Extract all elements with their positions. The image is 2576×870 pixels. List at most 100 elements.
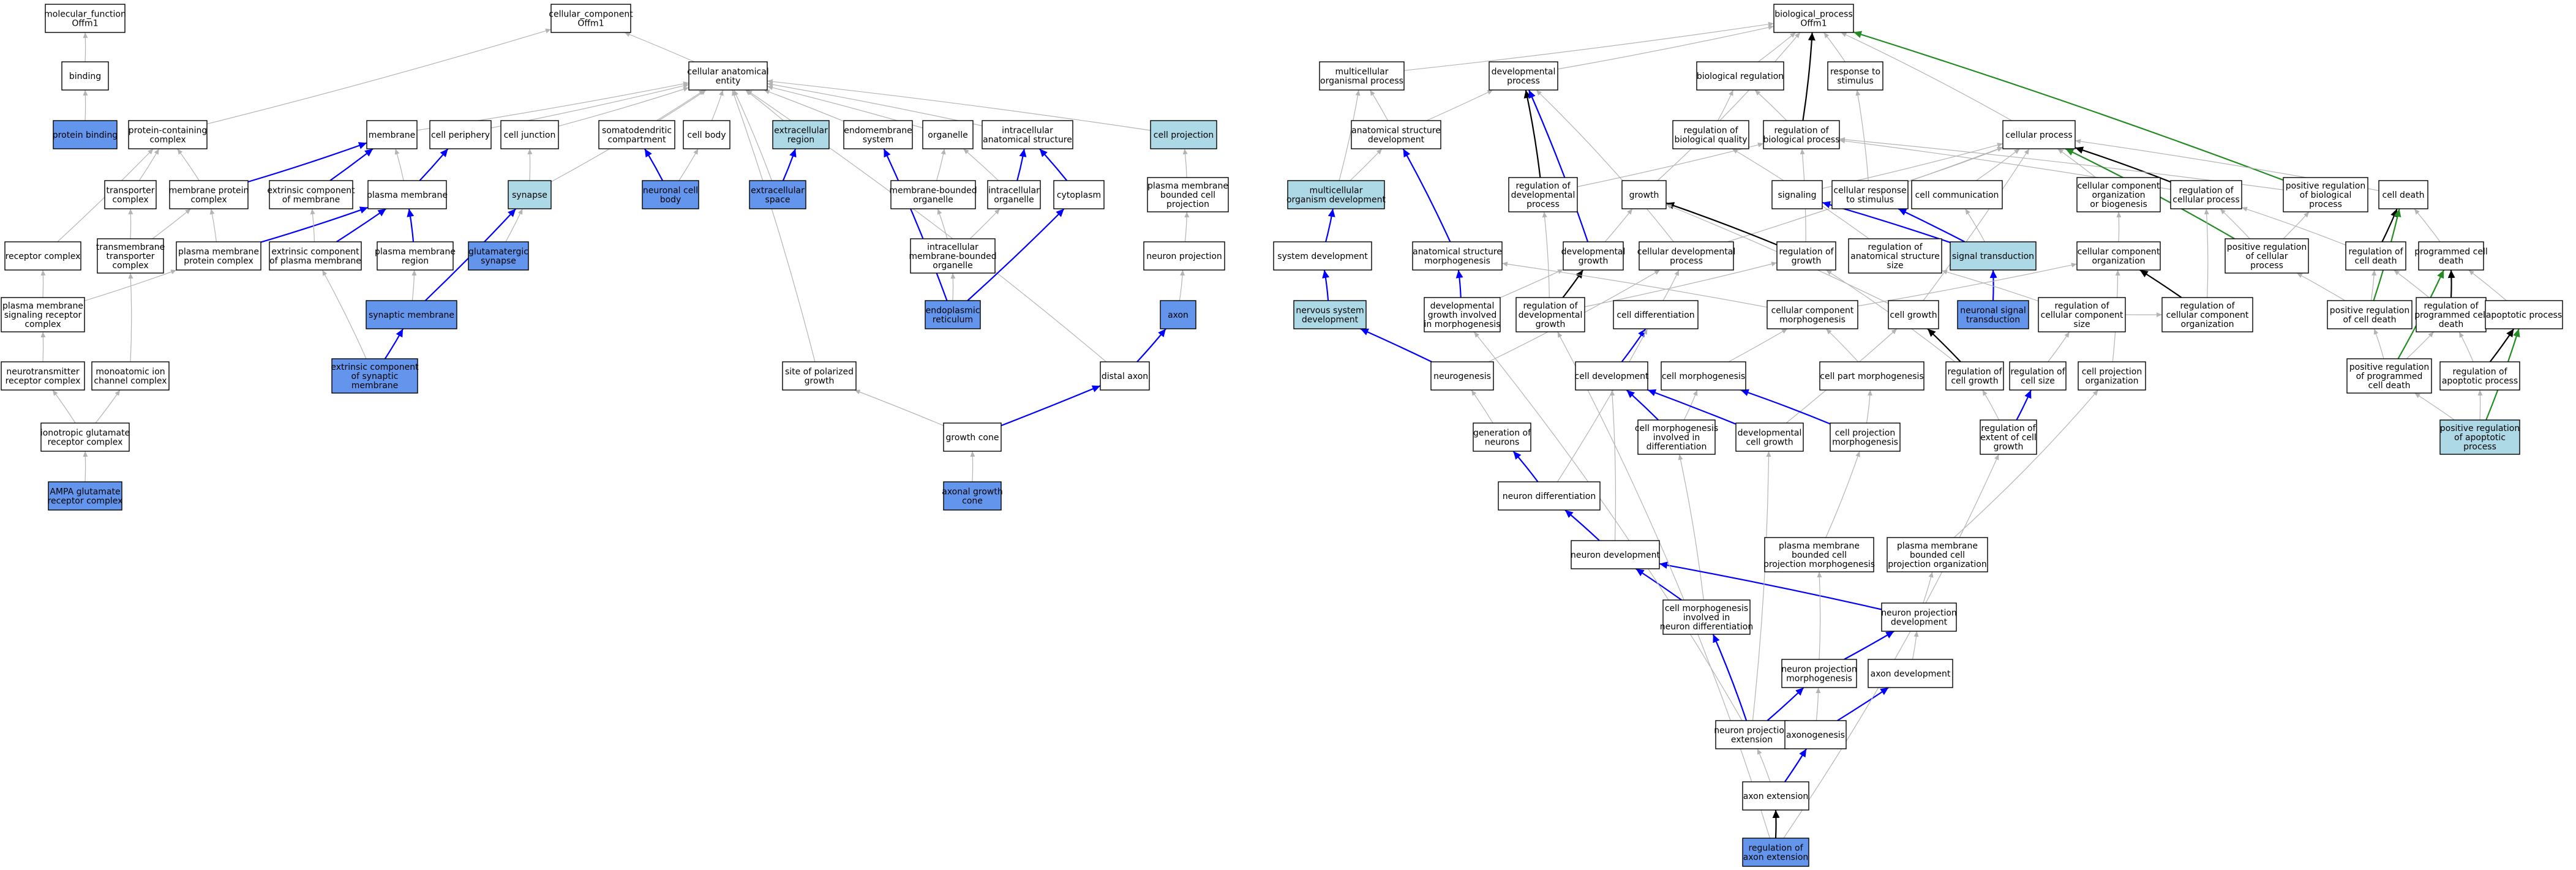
node-axonogenesis[interactable]: axonogenesis xyxy=(1784,720,1847,749)
node-synaptic-membrane[interactable]: synaptic membrane xyxy=(366,300,457,329)
node-signal-transduction[interactable]: signal transduction xyxy=(1950,241,2037,271)
node-cellular-process[interactable]: cellular process xyxy=(2002,120,2076,149)
node-axon-extension[interactable]: axon extension xyxy=(1742,781,1809,811)
node-protein-binding[interactable]: protein binding xyxy=(53,120,118,149)
node-cell-growth[interactable]: cell growth xyxy=(1888,300,1939,329)
node-membrane[interactable]: membrane xyxy=(366,120,418,149)
node-cell-development[interactable]: cell development xyxy=(1575,361,1649,391)
node-apoptotic[interactable]: apoptotic process xyxy=(2485,300,2563,329)
node-neurogenesis[interactable]: neurogenesis xyxy=(1430,361,1494,391)
node-cell-projection[interactable]: cell projection xyxy=(1150,120,1217,149)
node-cell-comm[interactable]: cell communication xyxy=(1911,180,2003,209)
node-cell-body[interactable]: cell body xyxy=(683,120,730,149)
node-neuron-diff[interactable]: neuron differentiation xyxy=(1498,481,1601,511)
node-cpm[interactable]: cell part morphogenesis xyxy=(1819,361,1924,391)
node-neuron-development[interactable]: neuron development xyxy=(1571,540,1661,569)
node-binding[interactable]: binding xyxy=(61,61,109,91)
node-signaling[interactable]: signaling xyxy=(1771,180,1823,209)
node-cell-periphery[interactable]: cell periphery xyxy=(429,120,492,149)
node-growth-cone[interactable]: growth cone xyxy=(943,422,1002,452)
node-cell-morphogenesis[interactable]: cell morphogenesis xyxy=(1661,361,1746,391)
node-system-development[interactable]: system development xyxy=(1273,241,1372,271)
node-plasma-membrane[interactable]: plasma membrane xyxy=(367,180,448,209)
node-distal-axon[interactable]: distal axon xyxy=(1100,361,1150,391)
node-receptor-complex[interactable]: receptor complex xyxy=(4,241,81,271)
node-axon[interactable]: axon xyxy=(1160,300,1196,329)
node-cell-junction[interactable]: cell junction xyxy=(500,120,559,149)
node-axon-development[interactable]: axon development xyxy=(1868,659,1953,688)
node-bio-reg[interactable]: biological regulation xyxy=(1696,61,1784,91)
node-cell-death[interactable]: cell death xyxy=(2378,180,2428,209)
node-growth[interactable]: growth xyxy=(1621,180,1667,209)
node-organelle[interactable]: organelle xyxy=(922,120,974,149)
node-cell-diff[interactable]: cell differentiation xyxy=(1613,300,1699,329)
